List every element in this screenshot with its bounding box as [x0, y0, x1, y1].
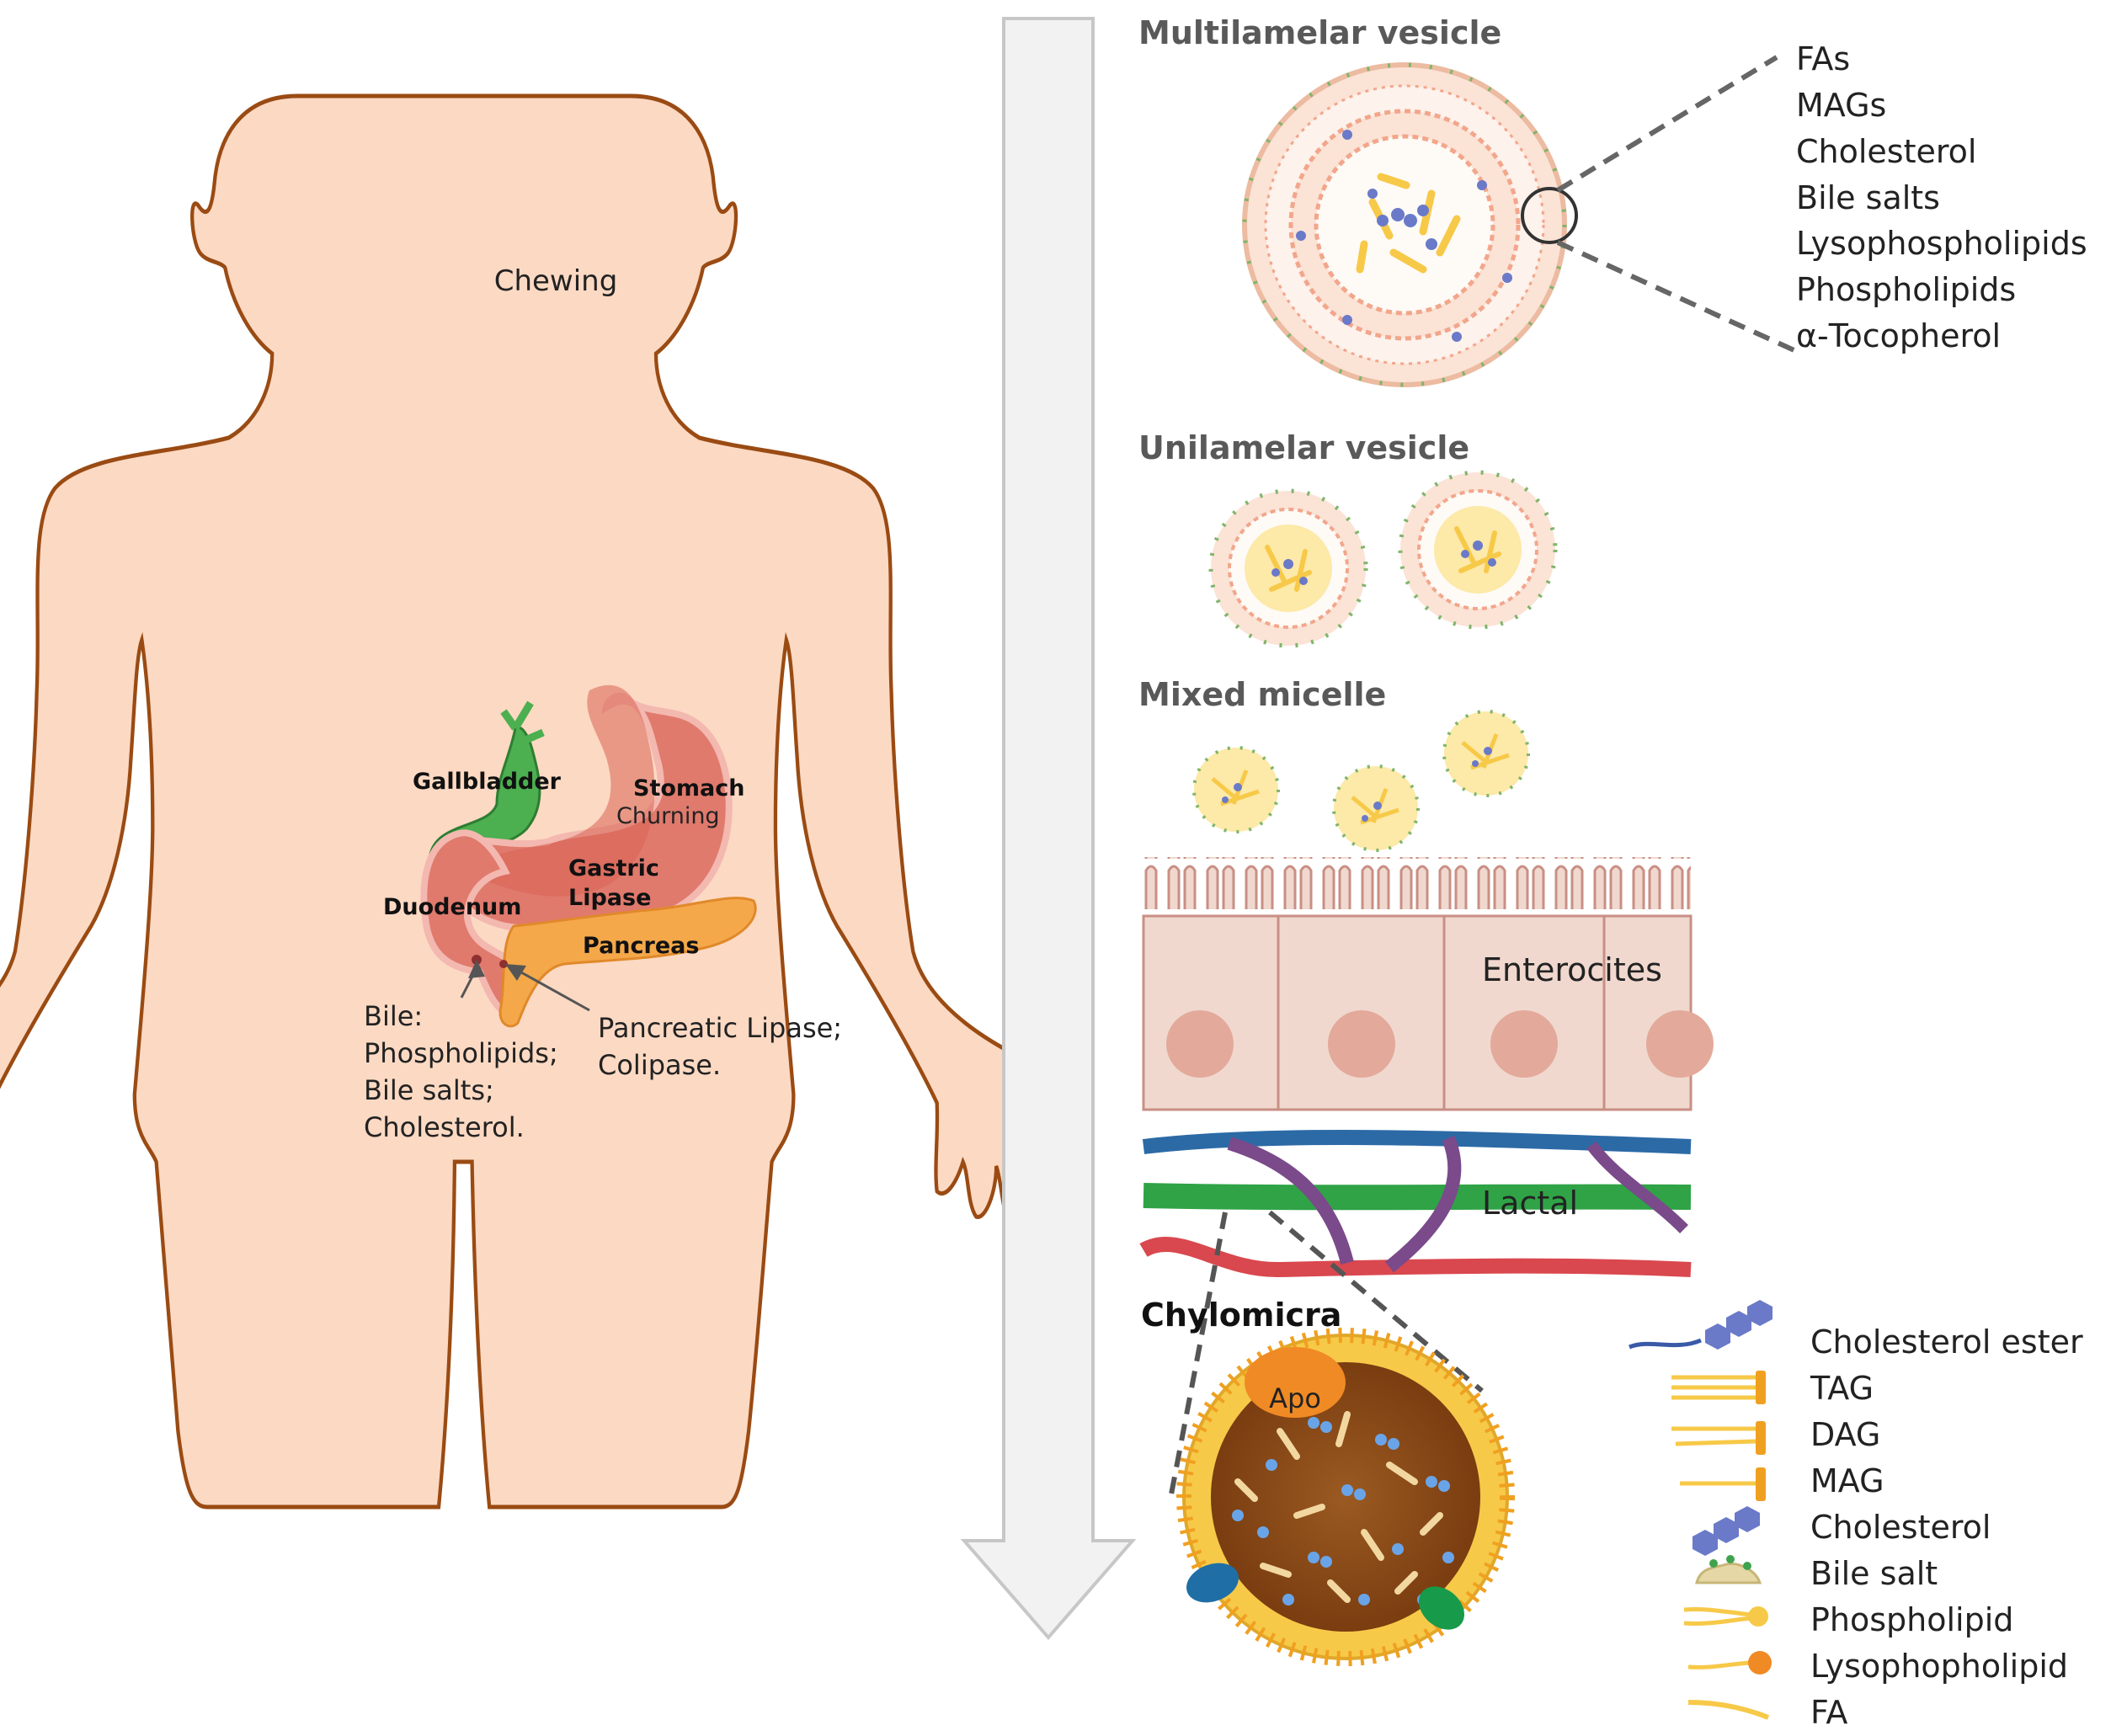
legend-tag-icon: [1671, 1371, 1766, 1404]
stomach-label: Stomach: [633, 775, 744, 801]
micelle-3: [1442, 710, 1530, 797]
legend-lysophospholipid: Lysophopholipid: [1810, 1648, 2068, 1685]
zoom-line-bottom: [1556, 240, 1799, 354]
unilamelar-vesicles: [1208, 470, 1558, 648]
mixed-micelle-heading: Mixed micelle: [1138, 676, 1386, 713]
legend-dag-icon: [1671, 1421, 1766, 1455]
enterocites-label: Enterocites: [1482, 951, 1662, 988]
component-bile-salts: Bile salts: [1796, 179, 1940, 216]
component-mags: MAGs: [1796, 87, 1886, 124]
multilamelar-vesicle: [1242, 55, 1799, 387]
zoom-circle: [1521, 187, 1578, 244]
chylomicron: Apo: [1176, 1328, 1515, 1666]
component-fas: FAs: [1796, 40, 1850, 77]
apo-blue: [1186, 1563, 1239, 1603]
zoom-line-top: [1556, 55, 1778, 193]
vesicle-core-cholesterol: [1296, 130, 1512, 342]
legend-phospholipid-icon: [1683, 1606, 1768, 1627]
multilamelar-heading: Multilamelar vesicle: [1138, 14, 1501, 51]
lactal-label: Lactal: [1482, 1185, 1578, 1222]
process-arrow: [960, 17, 1137, 1641]
legend-mag: MAG: [1810, 1462, 1884, 1499]
component-phospholipids: Phospholipids: [1796, 271, 2016, 308]
legend-cholesterol-ester: Cholesterol ester: [1810, 1323, 2083, 1361]
unilamelar-vesicle-1: [1208, 488, 1368, 648]
micelle-2: [1332, 764, 1420, 852]
legend-fa: FA: [1810, 1694, 1847, 1731]
papilla-dot-2: [499, 960, 508, 968]
human-body: Chewing: [0, 93, 1093, 1510]
legend-cholesterol: Cholesterol: [1810, 1509, 1991, 1546]
chylomicra-heading: Chylomicra: [1141, 1297, 1341, 1334]
gastric-label-1: Gastric: [568, 855, 659, 881]
legend-fa-icon: [1687, 1700, 1770, 1720]
enterocytes: Enterocites: [1142, 857, 1714, 1111]
bile-line-1: Bile:: [364, 1000, 423, 1032]
vesicle-components-list: FAs MAGs Cholesterol Bile salts Lysophos…: [1796, 40, 2098, 354]
bile-text: Bile: Phospholipids; Bile salts; Cholest…: [364, 1000, 567, 1143]
legend-lysophospholipid-icon: [1687, 1651, 1772, 1675]
legend-mag-icon: [1680, 1467, 1766, 1501]
vessels: Lactal: [1139, 1130, 1692, 1499]
bile-line-4: Cholesterol.: [364, 1111, 525, 1143]
bile-line-3: Bile salts;: [364, 1074, 494, 1106]
component-cholesterol: Cholesterol: [1796, 133, 1976, 170]
gallbladder-label: Gallbladder: [413, 769, 562, 795]
pancreatic-text: Pancreatic Lipase; Colipase.: [598, 1012, 850, 1081]
bile-line-2: Phospholipids;: [364, 1037, 558, 1069]
pancreatic-arrow-head: [505, 964, 526, 981]
stomach-body: [472, 684, 655, 897]
apo-green: [1419, 1586, 1464, 1630]
digestive-organs: Gallbladder Stomach Churning Gastric Lip…: [364, 684, 850, 1143]
unilamelar-vesicle-2: [1398, 470, 1558, 630]
gastric-label-2: Lipase: [568, 885, 651, 911]
legend-cholesterol-icon: [1693, 1506, 1760, 1556]
legend-phospholipid: Phospholipid: [1810, 1601, 2013, 1638]
legend-bile-salt-icon: [1695, 1555, 1762, 1584]
chylo-zoom-left: [1168, 1211, 1228, 1499]
chylomicron-tag: [1234, 1411, 1443, 1603]
duodenum-label: Duodenum: [383, 894, 521, 920]
apo-label: Apo: [1269, 1382, 1321, 1414]
legend-bile-salt: Bile salt: [1810, 1555, 1938, 1592]
body-silhouette: [0, 93, 1093, 1510]
legend-dag: DAG: [1810, 1416, 1880, 1453]
pancreas-shape: [498, 897, 757, 1028]
apo-protein: [1245, 1347, 1346, 1418]
legend-cholesterol-ester-icon: [1629, 1300, 1772, 1350]
bile-arrow-head: [468, 960, 485, 978]
pancreatic-line-1: Pancreatic Lipase;: [598, 1012, 842, 1044]
mixed-micelles: [1192, 710, 1530, 852]
pancreatic-arrow: [513, 967, 590, 1012]
unilamelar-heading: Unilamelar vesicle: [1138, 429, 1469, 466]
chylo-zoom-right: [1268, 1210, 1484, 1393]
chewing-label: Chewing: [494, 264, 618, 298]
legend-labels: Cholesterol ester TAG DAG MAG Cholestero…: [1810, 1323, 2093, 1731]
micelle-1: [1192, 746, 1280, 833]
component-tocopherol: α-Tocopherol: [1796, 317, 2001, 354]
bile-duct-shape: [500, 700, 545, 745]
component-lysophospholipids: Lysophospholipids: [1796, 225, 2087, 262]
churning-label: Churning: [616, 803, 720, 829]
legend: Cholesterol ester TAG DAG MAG Cholestero…: [1629, 1300, 2093, 1731]
legend-tag: TAG: [1810, 1370, 1874, 1407]
pancreas-label: Pancreas: [583, 933, 699, 959]
pancreatic-line-2: Colipase.: [598, 1049, 721, 1081]
